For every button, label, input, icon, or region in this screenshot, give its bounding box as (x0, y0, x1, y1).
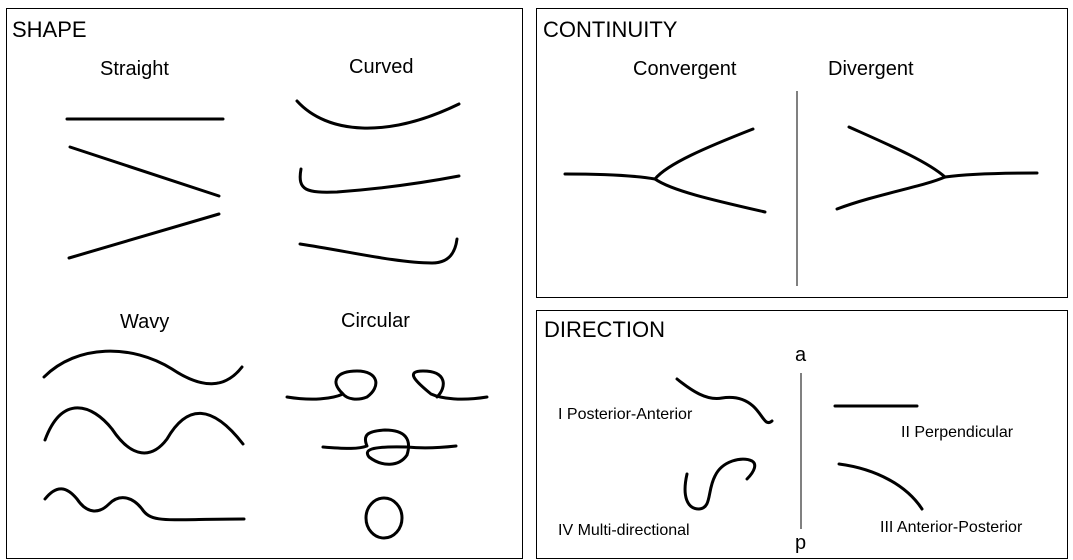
perpendicular-label: II Perpendicular (901, 424, 1014, 441)
circular-loop-center-line (321, 428, 458, 466)
divergent-trunk (943, 171, 1039, 179)
direction-panel: DIRECTION a p I Posterior-Anterior II Pe… (536, 310, 1068, 559)
straight-descending-line (68, 145, 221, 198)
continuity-drawings (563, 91, 1039, 286)
shape-panel: SHAPE Straight Curved Wavy Circular (6, 8, 523, 559)
divergent-line (835, 125, 1039, 211)
convergent-line (563, 127, 767, 214)
wavy-medium-line (43, 406, 245, 455)
continuity-title: CONTINUITY (543, 17, 678, 42)
straight-lines (65, 117, 225, 260)
circular-lines (285, 369, 489, 540)
direction-title: DIRECTION (544, 317, 665, 342)
curved-hook-left-line (298, 167, 461, 194)
wavy-lines (42, 349, 246, 522)
posterior-anterior-line (675, 377, 774, 424)
circular-label: Circular (341, 310, 410, 332)
circular-loop-right-line (411, 369, 489, 401)
shape-drawings (42, 99, 489, 540)
divergent-label: Divergent (828, 58, 914, 80)
divergent-lower-branch (835, 175, 947, 211)
convergent-upper-branch (653, 127, 755, 181)
curved-hook-right-line (298, 237, 459, 265)
anterior-posterior-line (837, 462, 924, 511)
continuity-panel: CONTINUITY Convergent Divergent (536, 8, 1068, 298)
shape-title: SHAPE (12, 17, 87, 42)
posterior-anterior-label: I Posterior-Anterior (558, 406, 693, 423)
anterior-axis-label: a (795, 344, 807, 366)
wavy-tight-line (43, 487, 246, 522)
wavy-label: Wavy (120, 311, 170, 333)
curved-arc-line (295, 99, 461, 130)
convergent-trunk (563, 172, 657, 181)
multi-directional-label: IV Multi-directional (558, 522, 690, 539)
convergent-label: Convergent (633, 58, 737, 80)
wavy-gentle-line (42, 349, 244, 386)
curved-label: Curved (349, 56, 414, 78)
multi-directional-line (683, 457, 757, 511)
circular-closed-circle (364, 496, 404, 540)
posterior-axis-label: p (795, 532, 807, 554)
convergent-lower-branch (653, 177, 767, 214)
circular-loop-left-line (285, 369, 378, 401)
curved-lines (295, 99, 461, 265)
direction-drawings (675, 373, 924, 529)
straight-label: Straight (100, 58, 169, 80)
divergent-upper-branch (847, 125, 947, 179)
anterior-posterior-label: III Anterior-Posterior (880, 519, 1023, 536)
straight-ascending-line (67, 212, 221, 260)
